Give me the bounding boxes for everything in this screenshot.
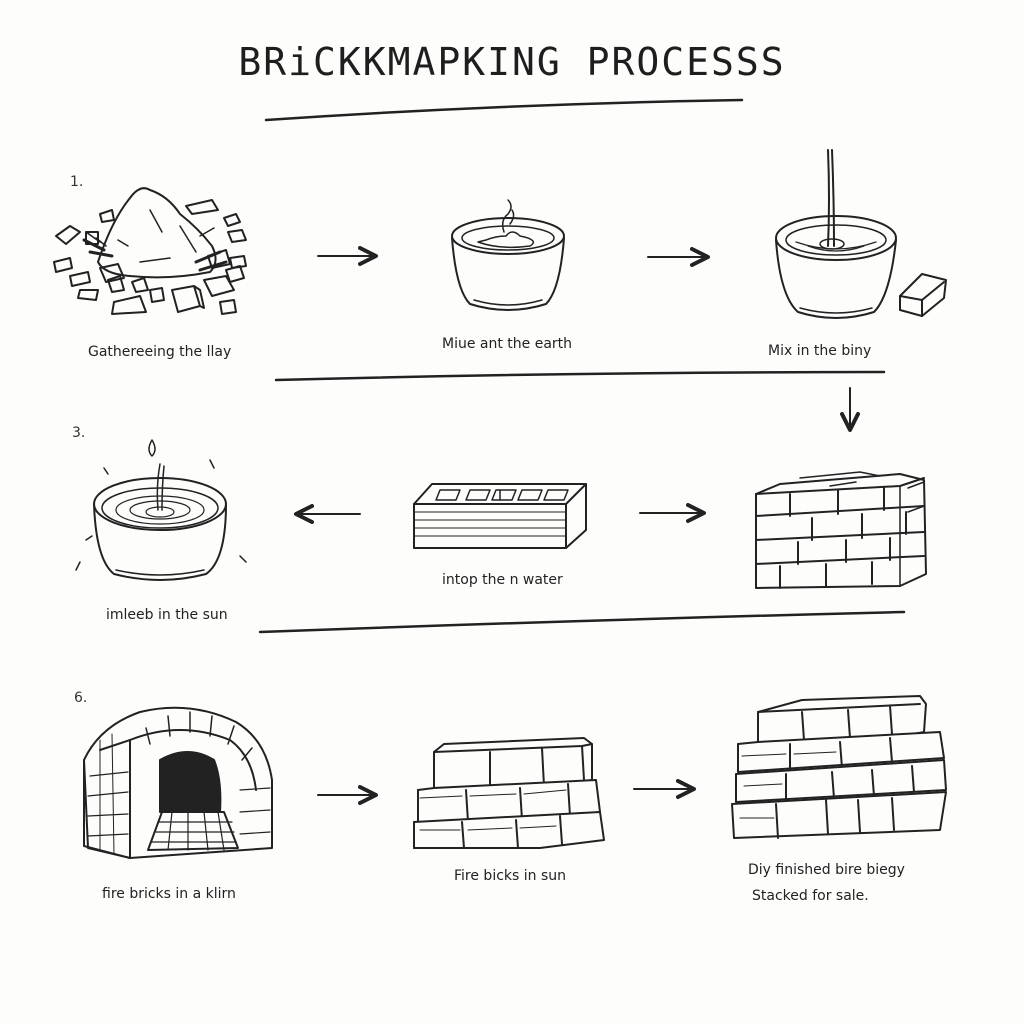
step-label-finished-line2: Stacked for sale. [752, 888, 869, 904]
fired-brick-stack-icon [414, 738, 604, 848]
step-label-kiln: fire bricks in a klirn [102, 886, 236, 902]
shallow-mud-basin-icon [76, 440, 246, 580]
row-separator-2 [260, 612, 904, 632]
clay-pile-icon [54, 188, 246, 314]
row-separator-1 [276, 372, 884, 380]
step-label-gather-clay: Gathereeing the llay [88, 344, 231, 360]
step-label-water: intop the n water [442, 572, 563, 588]
finished-brick-pile-icon [732, 696, 946, 838]
step-label-dry-sun: imleeb in the sun [106, 607, 228, 623]
stirred-bowl-with-brick-icon [776, 150, 946, 318]
kiln-icon [84, 708, 272, 858]
step-label-mix-binder: Mix in the biny [768, 343, 871, 359]
step-label-mix-earth: Miue ant the earth [442, 336, 572, 352]
mixing-bowl-icon [452, 200, 564, 310]
step-number-3: 3. [72, 425, 85, 441]
brick-stack-icon [756, 472, 926, 588]
brick-mold-icon [414, 484, 586, 548]
step-number-6: 6. [74, 690, 87, 706]
step-number-1: 1. [70, 174, 83, 190]
step-label-fire-sun: Fire bicks in sun [454, 868, 566, 884]
title-underline [266, 100, 742, 120]
step-label-finished-line1: Diy finished bire biegy [748, 862, 905, 878]
